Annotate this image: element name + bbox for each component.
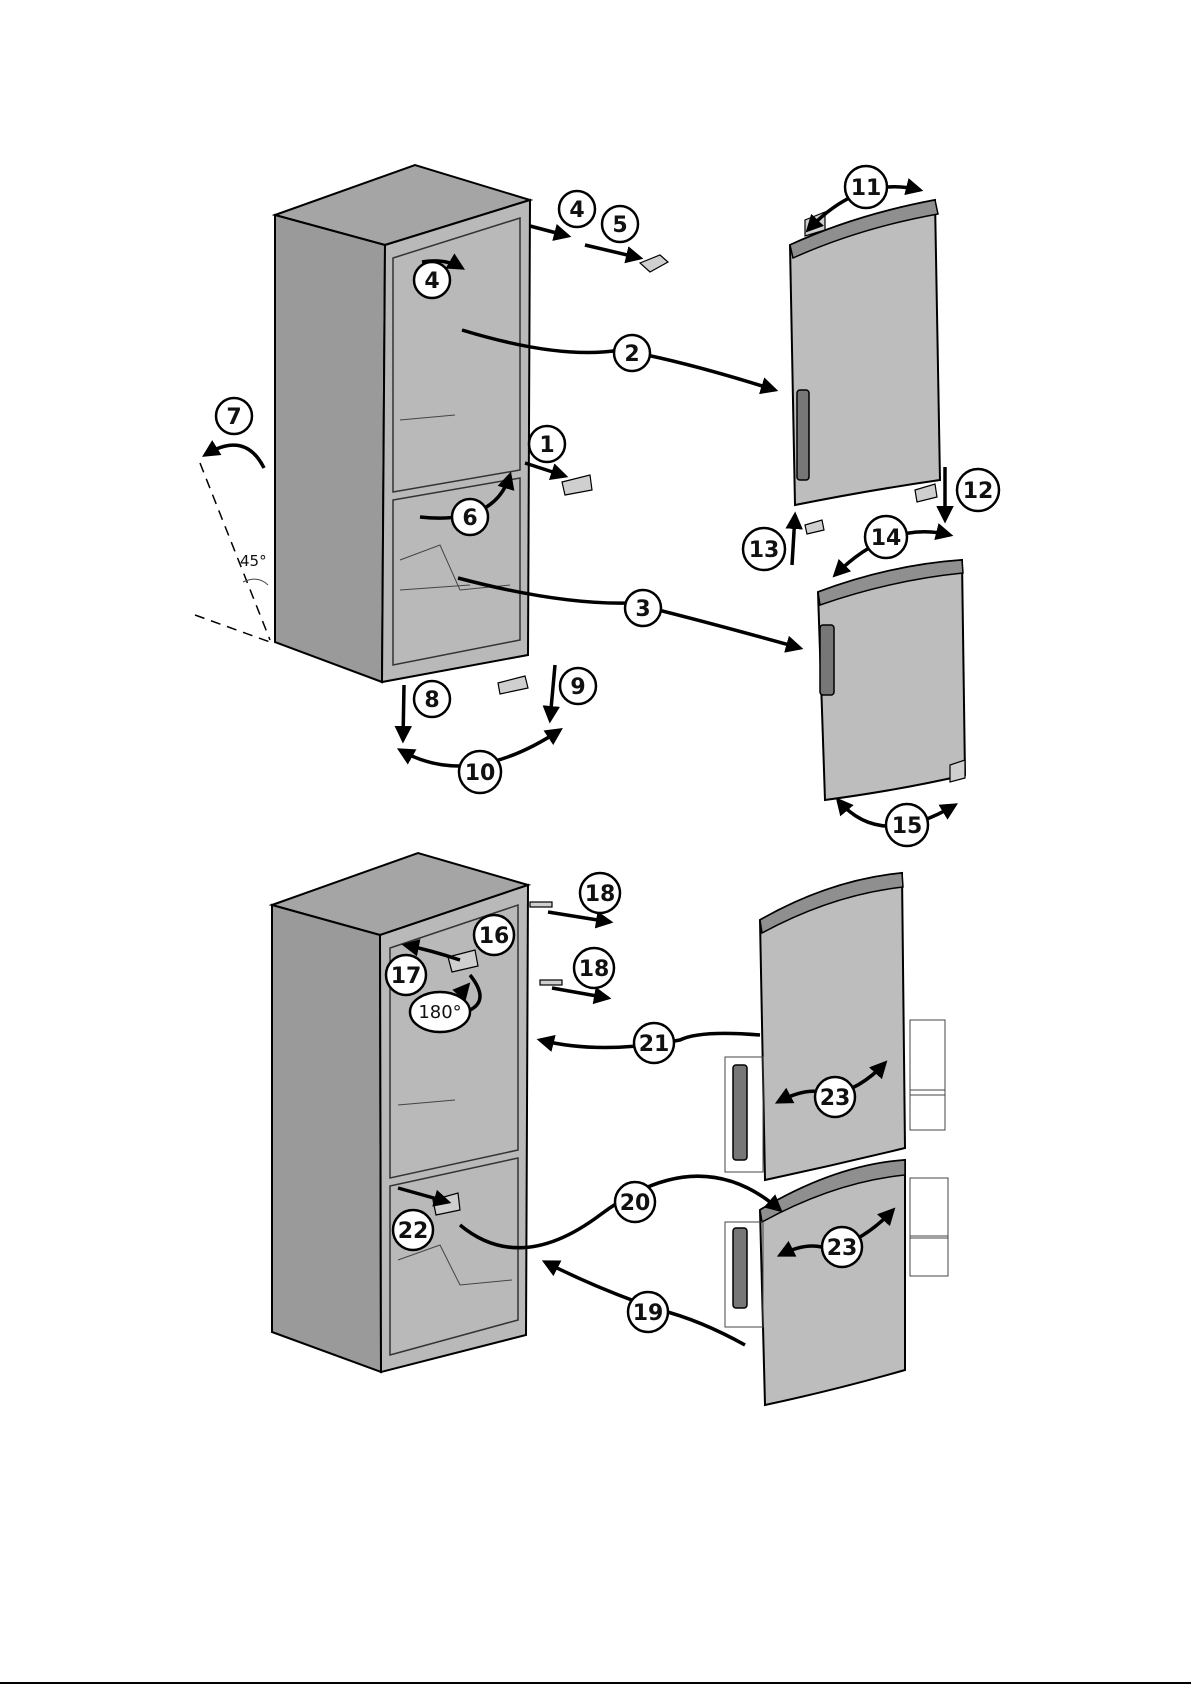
svg-text:1: 1 — [539, 433, 554, 458]
svg-text:18: 18 — [585, 882, 616, 907]
handle-bottom-door — [820, 625, 834, 695]
lower-handle-bottom — [733, 1228, 747, 1308]
svg-text:15: 15 — [892, 814, 923, 839]
step-19: 19 — [628, 1292, 668, 1332]
lower-hinge-part — [805, 520, 824, 534]
bottom-hinge-part — [498, 676, 528, 694]
pin-18-top — [530, 902, 552, 907]
arrow-1 — [525, 463, 565, 476]
step-5: 5 — [602, 206, 638, 242]
step-3: 3 — [625, 590, 661, 626]
step-23-top: 23 — [815, 1077, 855, 1117]
svg-text:2: 2 — [624, 342, 639, 367]
step-13: 13 — [743, 528, 785, 570]
tilt-angle-label: 45° — [240, 552, 267, 570]
handle-top-door — [797, 390, 809, 480]
svg-text:17: 17 — [391, 964, 422, 989]
svg-text:19: 19 — [633, 1301, 664, 1326]
top-hinge-part — [640, 255, 668, 272]
upper-detached-door-bottom — [818, 560, 965, 800]
svg-text:8: 8 — [424, 688, 439, 713]
lower-handle-top — [733, 1065, 747, 1160]
svg-text:16: 16 — [479, 924, 510, 949]
svg-text:11: 11 — [851, 176, 882, 201]
svg-text:13: 13 — [749, 538, 780, 563]
svg-text:23: 23 — [820, 1086, 851, 1111]
step-6: 6 — [452, 499, 488, 535]
lower-door-top — [760, 873, 905, 1180]
step-21: 21 — [634, 1023, 674, 1063]
svg-text:4: 4 — [424, 269, 439, 294]
cap-outline-3 — [910, 1178, 948, 1238]
step-10: 10 — [459, 751, 501, 793]
svg-text:180°: 180° — [418, 1002, 461, 1023]
svg-text:23: 23 — [827, 1236, 858, 1261]
arrow-7 — [205, 445, 264, 468]
svg-text:18: 18 — [579, 957, 610, 982]
svg-text:22: 22 — [398, 1219, 429, 1244]
step-4-top: 4 — [559, 191, 595, 227]
tilt-angle-indicator: 45° — [195, 463, 270, 642]
step-15: 15 — [886, 804, 928, 846]
cap-outline-1 — [910, 1020, 945, 1095]
svg-text:20: 20 — [620, 1191, 651, 1216]
step-14: 14 — [865, 516, 907, 558]
svg-text:6: 6 — [462, 506, 477, 531]
svg-text:9: 9 — [570, 675, 585, 700]
step-7: 7 — [216, 398, 252, 434]
arrow-5 — [585, 245, 640, 258]
step-11: 11 — [845, 166, 887, 208]
svg-text:21: 21 — [639, 1032, 670, 1057]
svg-text:5: 5 — [612, 213, 627, 238]
lower-door-bottom — [760, 1160, 905, 1405]
svg-text:4: 4 — [569, 198, 584, 223]
upper-fridge-body — [275, 165, 530, 682]
cap-outline-4 — [910, 1236, 948, 1276]
arrow-18-bottom — [552, 988, 608, 998]
arrow-4-top — [530, 226, 568, 236]
step-4-inner: 4 — [414, 262, 450, 298]
step-18-top: 18 — [580, 873, 620, 913]
arrow-8 — [403, 685, 404, 740]
svg-text:14: 14 — [871, 526, 902, 551]
arrow-13 — [792, 515, 795, 565]
middle-hinge-part — [562, 475, 592, 495]
step-17: 17 — [386, 955, 426, 995]
step-12: 12 — [957, 469, 999, 511]
svg-text:12: 12 — [963, 479, 994, 504]
svg-text:10: 10 — [465, 761, 496, 786]
step-18-bottom: 18 — [574, 948, 614, 988]
upper-detached-door-top — [790, 200, 940, 505]
svg-text:7: 7 — [226, 405, 241, 430]
step-2: 2 — [614, 335, 650, 371]
cap-outline-2 — [910, 1090, 945, 1130]
door-hinge-part — [915, 484, 937, 502]
svg-text:3: 3 — [635, 597, 650, 622]
step-20: 20 — [615, 1182, 655, 1222]
step-1: 1 — [529, 426, 565, 462]
step-8: 8 — [414, 681, 450, 717]
step-9: 9 — [560, 668, 596, 704]
step-23-bottom: 23 — [822, 1227, 862, 1267]
step-16: 16 — [474, 915, 514, 955]
step-22: 22 — [393, 1210, 433, 1250]
rotate-180-label: 180° — [410, 992, 470, 1032]
arrow-9 — [550, 665, 555, 720]
pin-18-bottom — [540, 980, 562, 985]
